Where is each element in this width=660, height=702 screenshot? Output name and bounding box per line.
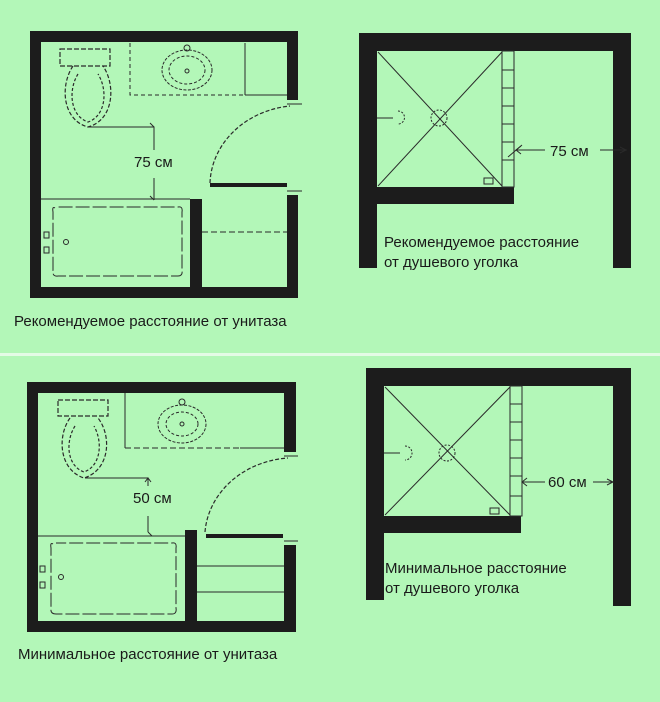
door-swing-icon: [204, 457, 289, 533]
toilet-icon: [57, 399, 109, 479]
recommended-floorplans: [30, 31, 631, 298]
shower-room-walls: [366, 368, 631, 606]
caption-shower-minimum-line2: от душевого уголка: [385, 580, 520, 597]
door-swing-icon: [209, 105, 291, 184]
toilet-icon: [59, 48, 112, 128]
bathtub-icon: [38, 535, 185, 615]
caption-toilet-recommended: Рекомендуемое расстояние от унитаза: [14, 313, 287, 330]
bathroom-walls: [30, 31, 298, 298]
dimension-label: 75 см: [550, 143, 589, 160]
towel-rail-icon: [501, 50, 515, 188]
recommended-panel: 75 см Рекомендуемое расстояние от унитаз…: [0, 0, 660, 348]
dimension-arrows: [521, 477, 615, 487]
towel-rail-icon: [509, 385, 523, 517]
bathroom-walls: [27, 382, 296, 632]
faucet-icon: [489, 507, 500, 515]
sink-icon: [129, 43, 287, 96]
dimension-line: [85, 477, 153, 537]
shower-room-walls: [359, 33, 631, 268]
minimum-panel: 50 см Минимальное расстояние от унитаза …: [0, 356, 660, 702]
dimension-arrows: [507, 144, 628, 158]
shower-head-icon: [377, 110, 405, 125]
minimum-floorplans: [27, 368, 631, 632]
caption-toilet-minimum: Минимальное расстояние от унитаза: [18, 646, 278, 663]
bathtub-icon: [41, 198, 190, 277]
dimension-label: 75 см: [134, 154, 173, 171]
caption-shower-minimum-line1: Минимальное расстояние: [385, 560, 567, 577]
dimension-label: 50 см: [133, 490, 172, 507]
shower-tray-icon: [377, 51, 503, 187]
sink-icon: [124, 393, 284, 449]
shower-head-icon: [384, 445, 413, 461]
separator: [0, 353, 660, 356]
dimension-label: 60 см: [548, 474, 587, 491]
faucet-icon: [483, 177, 494, 185]
caption-shower-recommended-line2: от душевого уголка: [384, 254, 519, 271]
shower-tray-icon: [384, 386, 511, 516]
caption-shower-recommended-line1: Рекомендуемое расстояние: [384, 234, 580, 251]
